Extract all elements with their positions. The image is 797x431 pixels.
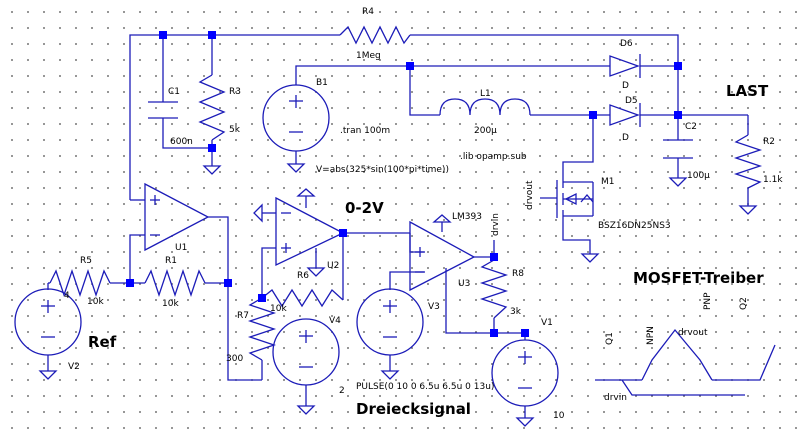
dreiecksignal-label: Dreiecksignal xyxy=(356,400,471,418)
c1-value: 600n xyxy=(170,137,193,147)
r5-value: 10k xyxy=(87,297,104,307)
r1-name: R1 xyxy=(165,256,177,266)
r3-name: R3 xyxy=(229,87,241,97)
lib-directive: .lib opamp.sub xyxy=(460,152,527,162)
u3-value: LM393 xyxy=(452,212,482,222)
l1-name: L1 xyxy=(480,89,491,99)
l1-value: 200µ xyxy=(474,126,497,136)
drvout-driver-label: drvout xyxy=(678,328,708,338)
r4-value: 1Meg xyxy=(356,51,381,61)
capacitor-c2[interactable] xyxy=(663,139,693,159)
resistor-r8[interactable] xyxy=(479,259,509,319)
u1-name: U1 xyxy=(175,243,187,253)
v1-value: 10 xyxy=(553,411,565,421)
r6-name: R6 xyxy=(297,271,309,281)
r8-name: R8 xyxy=(512,269,524,279)
diode-d6[interactable] xyxy=(609,54,641,78)
v4-pulse: PULSE(0 10 0 6.5u 6.5u 0 13u) xyxy=(356,382,494,392)
d5-value: D xyxy=(622,133,629,143)
ground-symbols xyxy=(38,158,758,427)
r2-name: R2 xyxy=(763,137,775,147)
r7-value: 300 xyxy=(226,354,243,364)
capacitor-c1[interactable] xyxy=(148,101,178,125)
r5-name: R5 xyxy=(80,256,92,266)
inductor-l1[interactable] xyxy=(439,98,531,116)
voltage-source-b1[interactable] xyxy=(262,84,330,158)
d6-name: D6 xyxy=(620,39,633,49)
voltage-source-v4[interactable] xyxy=(272,318,340,386)
r6-value: 10k xyxy=(270,304,287,314)
range-label: 0-2V xyxy=(345,199,384,217)
diode-d5[interactable] xyxy=(609,103,641,127)
mosfet-m1[interactable] xyxy=(556,176,594,222)
voltage-source-v1[interactable] xyxy=(491,339,559,414)
d5-name: D5 xyxy=(625,96,638,106)
b1-name: B1 xyxy=(316,78,328,88)
last-label: LAST xyxy=(726,82,769,100)
tran-directive: .tran 100m xyxy=(340,126,390,136)
resistor-r2[interactable] xyxy=(733,134,763,189)
r1-value: 10k xyxy=(162,299,179,309)
v3-name: V3 xyxy=(428,302,440,312)
v1-name: V1 xyxy=(541,318,553,328)
u3-name: U3 xyxy=(458,279,470,289)
q1-name: Q1 xyxy=(605,332,615,345)
r2-value: 1.1k xyxy=(763,175,783,185)
m1-name: M1 xyxy=(601,177,615,187)
resistor-r5[interactable] xyxy=(49,268,111,298)
voltage-source-v3[interactable] xyxy=(356,288,424,365)
v4-name: V4 xyxy=(329,316,341,326)
r8-value: 3k xyxy=(510,307,522,317)
v2-value: 4 xyxy=(64,291,70,301)
junctions xyxy=(126,31,682,337)
q2-name: Q2 xyxy=(739,297,749,310)
v4-value: 2 xyxy=(339,386,345,396)
opamp-u2[interactable] xyxy=(275,196,345,267)
u2-name: U2 xyxy=(327,261,339,271)
resistor-r3[interactable] xyxy=(198,74,226,141)
resistor-r1[interactable] xyxy=(144,268,206,298)
c1-name: C1 xyxy=(168,87,180,97)
r7-name: R7 xyxy=(237,311,249,321)
resistor-r6[interactable] xyxy=(261,288,344,308)
resistor-r4[interactable] xyxy=(339,25,411,45)
r4-name: R4 xyxy=(362,7,374,17)
voltage-source-v2[interactable] xyxy=(14,288,82,365)
m1-value: BSZ16DN25NS3 xyxy=(598,221,671,231)
comparator-u3[interactable] xyxy=(409,220,476,292)
opamp-u1[interactable] xyxy=(144,182,210,252)
q1-type: NPN xyxy=(646,326,656,345)
drvin-driver-label: drvin xyxy=(604,393,627,403)
resistor-r7[interactable] xyxy=(247,297,277,361)
q2-type: PNP xyxy=(703,292,713,310)
c2-value: 100µ xyxy=(687,171,710,181)
v2-name: V2 xyxy=(68,362,80,372)
drvout-net-label: drvout xyxy=(525,180,535,210)
b1-value: V=abs(325*sin(100*pi*time)) xyxy=(316,165,449,175)
mosfet-treiber-label: MOSFET-Treiber xyxy=(633,269,764,287)
ref-label: Ref xyxy=(88,333,117,351)
c2-name: C2 xyxy=(685,122,697,132)
wires xyxy=(47,34,776,400)
d6-value: D xyxy=(622,81,629,91)
drvin-net-label: drvin xyxy=(491,213,501,236)
r3-value: 5k xyxy=(229,125,241,135)
